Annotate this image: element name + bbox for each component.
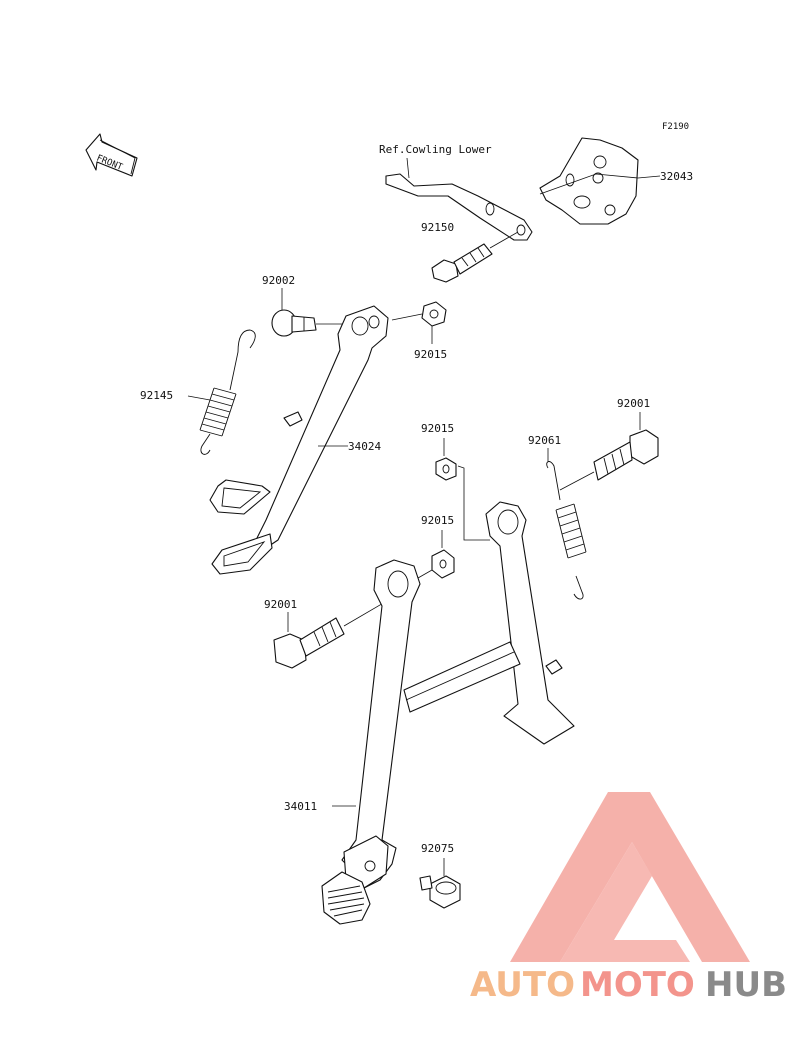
part-label-92002: 92002 <box>262 274 295 287</box>
spring-92061 <box>546 448 587 600</box>
part-label-34011: 34011 <box>284 800 317 813</box>
part-label-92015-top: 92015 <box>414 348 447 361</box>
part-label-92015-low: 92015 <box>421 514 454 527</box>
part-label-92001-right: 92001 <box>617 397 650 410</box>
bolt-92001-left <box>273 597 393 669</box>
figure-code: F2190 <box>662 122 689 132</box>
part-label-92150: 92150 <box>421 221 454 234</box>
stopper-92075 <box>419 858 461 909</box>
part-label-92015-mid: 92015 <box>421 422 454 435</box>
center-stand-34011 <box>321 501 575 925</box>
watermark-text-hub: HUB <box>705 965 787 1005</box>
nut-92015-top <box>391 301 447 344</box>
watermark-logo-icon <box>510 792 750 962</box>
cowling-lower-bracket <box>385 173 533 241</box>
pin-92002 <box>271 288 344 337</box>
bracket-32043 <box>539 137 661 225</box>
part-label-92075: 92075 <box>421 842 454 855</box>
front-arrow-icon <box>85 133 138 177</box>
part-label-92061: 92061 <box>528 434 561 447</box>
part-label-92145: 92145 <box>140 389 173 402</box>
bolt-92150 <box>431 231 519 283</box>
part-label-92001-left: 92001 <box>264 598 297 611</box>
side-stand-34024 <box>209 305 389 575</box>
part-label-32043: 32043 <box>660 170 693 183</box>
watermark-triangle <box>510 792 750 962</box>
bolt-92001-right <box>559 412 659 491</box>
watermark-text-auto: AUTO <box>470 965 575 1005</box>
nut-92015-mid <box>435 438 490 541</box>
spring-92145 <box>187 329 256 455</box>
nut-92015-low <box>417 530 455 579</box>
watermark-text-moto: MOTO <box>580 965 695 1005</box>
part-label-34024: 34024 <box>348 440 381 453</box>
reference-note: Ref.Cowling Lower <box>379 143 492 156</box>
